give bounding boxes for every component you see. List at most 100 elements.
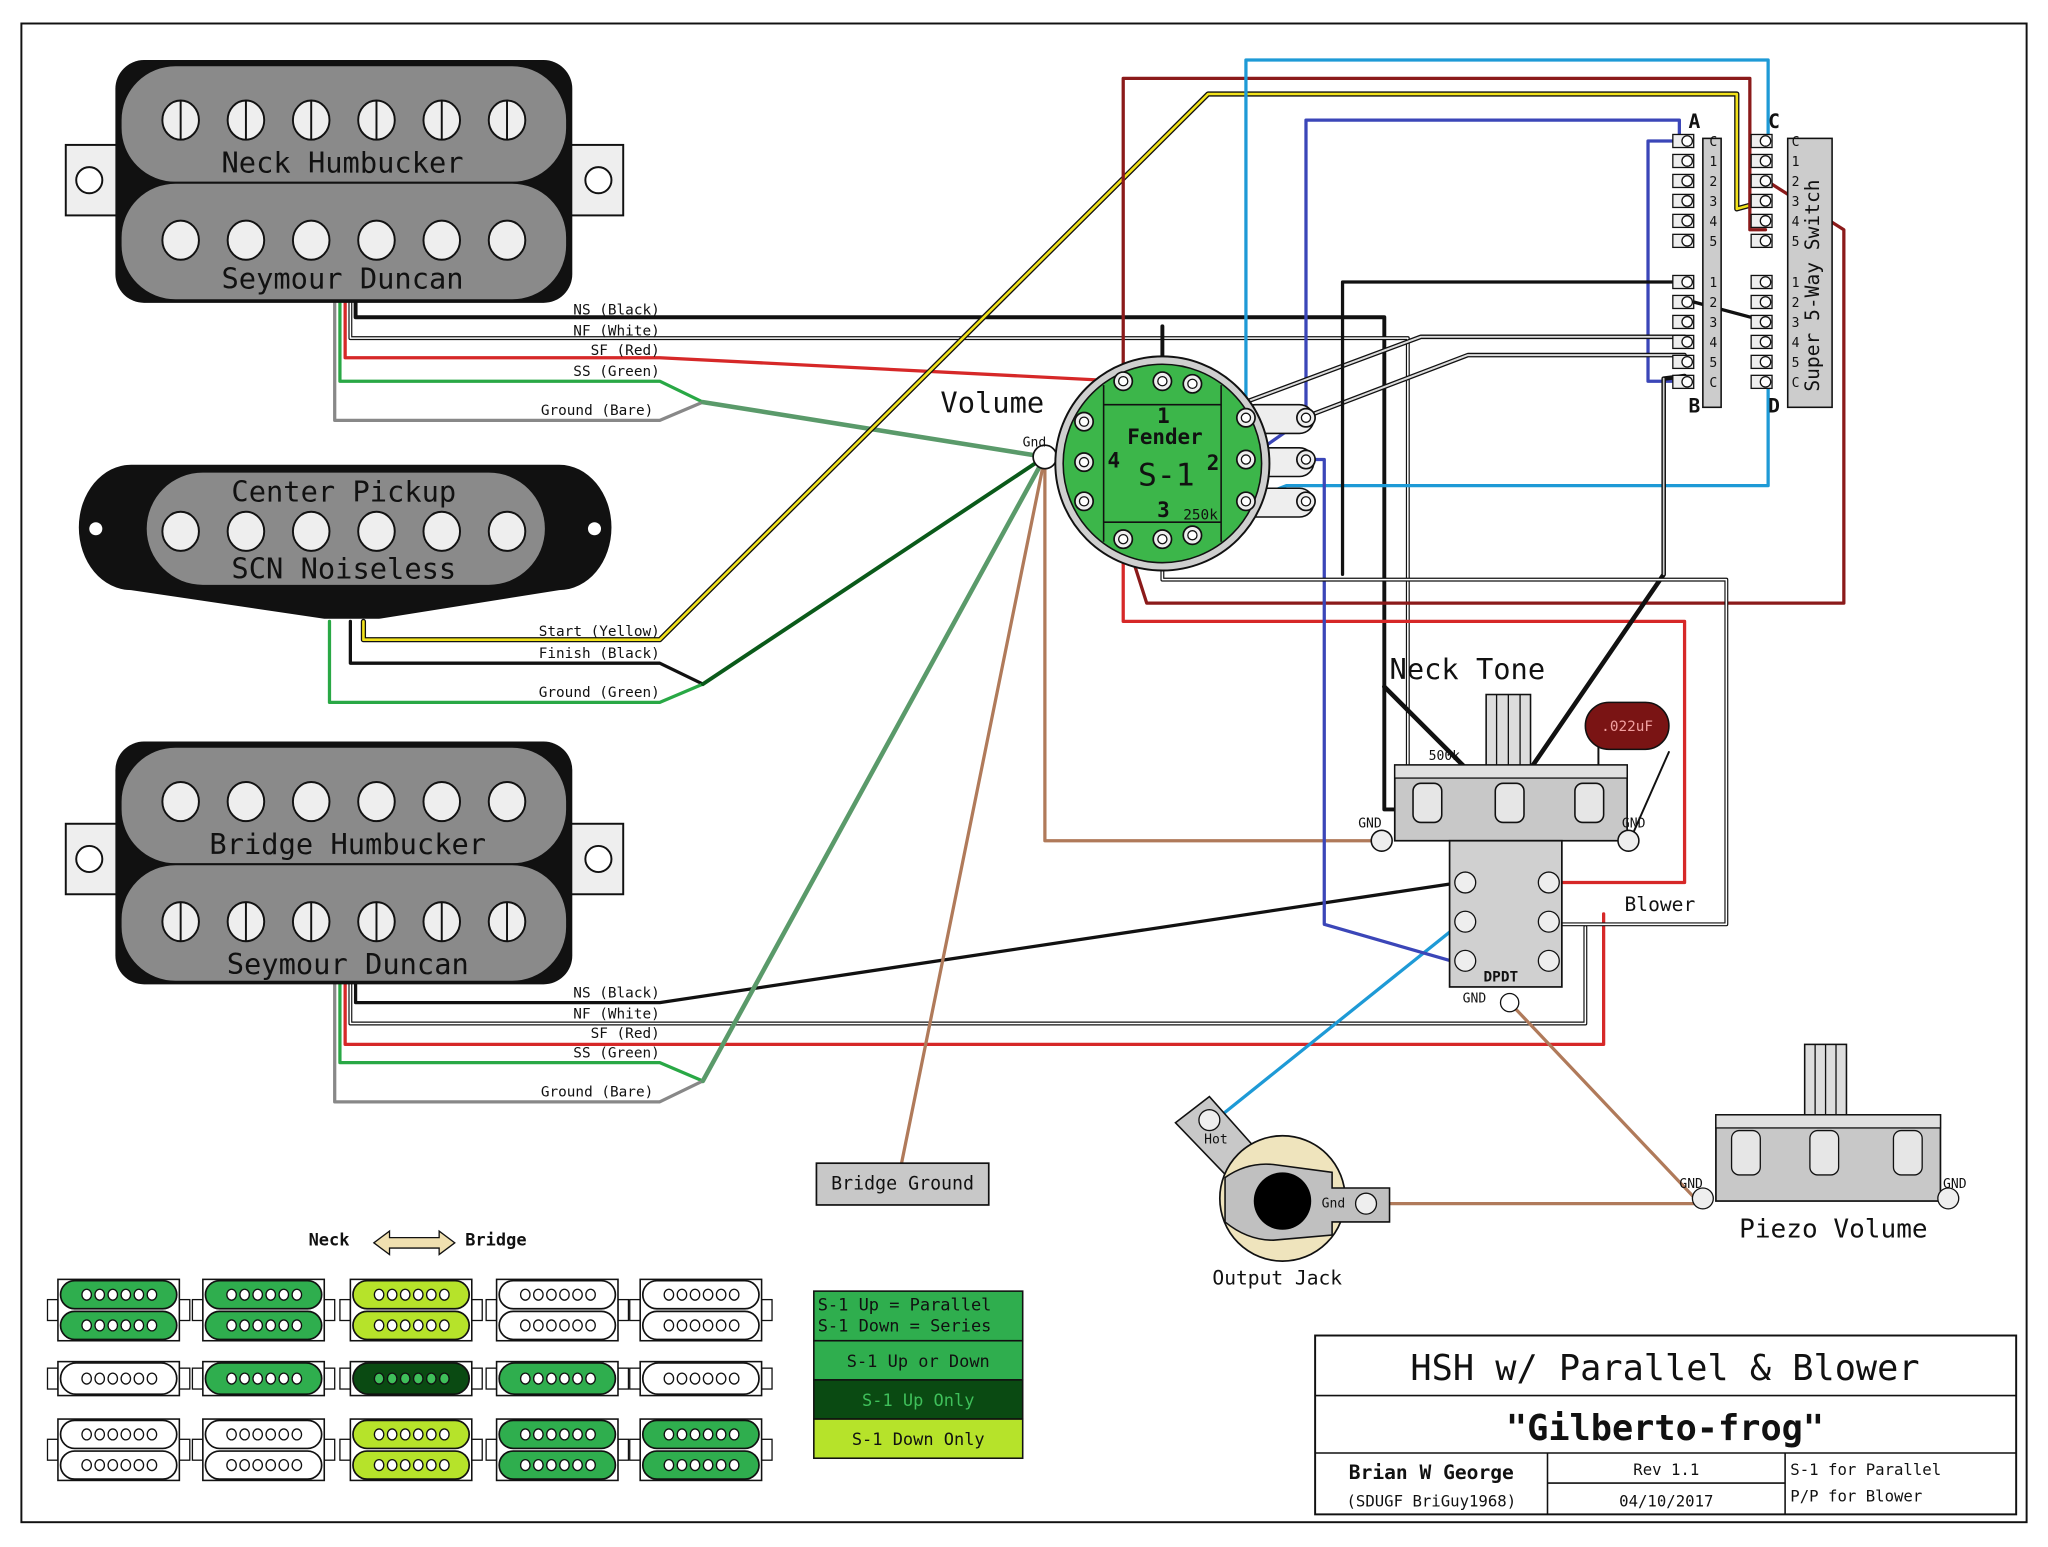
wire-cyan-top — [1244, 58, 1770, 417]
revision: Rev 1.1 — [1633, 1460, 1699, 1479]
wire-black-switch-tone — [1340, 280, 1687, 577]
pot-value: 250k — [1183, 508, 1218, 524]
neck-wire-label-ground: Ground (Bare) — [541, 403, 653, 419]
bridge-wire-label-nf: NF (White) — [573, 1006, 659, 1022]
switch-lug-label: 2 — [1792, 175, 1800, 190]
piezo-volume-label: Piezo Volume — [1739, 1215, 1928, 1245]
piezo-gnd-right: GND — [1943, 1177, 1967, 1192]
legend-pickup-cell — [46, 1278, 191, 1342]
bridge-wire-label-ground: Ground (Bare) — [541, 1085, 653, 1101]
switch-lug: 4 — [1750, 213, 1800, 230]
center-wire-label-start: Start (Yellow) — [539, 624, 660, 640]
switch-lug-label: C — [1792, 135, 1800, 150]
author-handle: (SDUGF BriGuy1968) — [1346, 1492, 1516, 1511]
pot-section-3: 3 — [1157, 498, 1170, 522]
switch-lug: C — [1672, 374, 1717, 391]
switch-lug: 1 — [1750, 274, 1799, 291]
pot-model: S-1 — [1138, 458, 1195, 494]
switch-lug: 3 — [1672, 314, 1717, 331]
switch-lug: 5 — [1750, 354, 1799, 371]
wire-bridge-ground-lead — [899, 455, 1047, 1167]
switch-lug-label: 2 — [1709, 175, 1717, 190]
wire-bridge-ground — [333, 980, 705, 1104]
wire-darkred-top — [1121, 76, 1768, 383]
legend-pickup-cell — [191, 1418, 336, 1482]
switch-lug-label: 3 — [1792, 316, 1800, 331]
legend-pickup-cell — [485, 1278, 630, 1342]
legend-pickup-cell — [46, 1360, 191, 1397]
neck-humbucker: Neck Humbucker Seymour Duncan NS (Black)… — [64, 60, 660, 419]
legend: Neck Bridge S-1 Up = Parallel S-1 Down =… — [46, 1229, 1024, 1482]
bridge-ground-box: Bridge Ground — [815, 1162, 990, 1206]
note-1: S-1 for Parallel — [1790, 1460, 1941, 1479]
legend-grid — [46, 1278, 773, 1482]
tone-gnd-right: GND — [1622, 817, 1646, 832]
output-jack-label: Output Jack — [1212, 1267, 1342, 1290]
switch-lug-label: 1 — [1709, 155, 1717, 170]
jack-gnd-label: Gnd — [1322, 1197, 1346, 1212]
switch-lug: 2 — [1750, 294, 1799, 311]
piezo-gnd-left: GND — [1679, 1177, 1703, 1192]
wire-center-ground-green — [327, 619, 705, 704]
diagram-title: HSH w/ Parallel & Blower — [1410, 1348, 1919, 1389]
piezo-volume-pot: GND GND Piezo Volume — [1679, 1043, 1967, 1245]
legend-pickup-cell — [46, 1418, 191, 1482]
title-block: HSH w/ Parallel & Blower "Gilberto-frog"… — [1314, 1334, 2018, 1516]
dpdt-switch: DPDT GND Blower — [1448, 839, 1695, 1013]
bridge-wire-label-ns: NS (Black) — [573, 985, 659, 1001]
switch-lug-label: 4 — [1709, 336, 1717, 351]
legend-pickup-cell — [485, 1418, 630, 1482]
switch-lug-label: C — [1709, 135, 1717, 150]
switch-lug: 1 — [1672, 274, 1717, 291]
volume-pot-s1: Volume Gnd Fender S-1 250k 1 2 3 4 — [940, 355, 1316, 572]
switch-lug: C — [1750, 374, 1800, 391]
switch-lug-label: 1 — [1709, 276, 1717, 291]
switch-lug: 3 — [1672, 193, 1717, 210]
switch-lug: C — [1750, 133, 1800, 150]
legend-pickup-cell — [629, 1278, 773, 1342]
switch-lug: 3 — [1750, 193, 1800, 210]
pot-section-1: 1 — [1157, 404, 1170, 428]
switch-lug: 1 — [1672, 153, 1717, 170]
switch-lug: 5 — [1672, 354, 1717, 371]
capacitor-value: .022uF — [1601, 719, 1653, 735]
legend-pickup-cell — [485, 1360, 630, 1397]
switch-lug-label: C — [1709, 376, 1717, 391]
super-5-way-switch: Super 5-Way Switch A B C D C1234512345CC… — [1672, 110, 1833, 418]
neck-wire-label-ns: NS (Black) — [573, 303, 659, 319]
pot-section-2: 2 — [1207, 451, 1220, 475]
center-pickup: Center Pickup SCN Noiseless Start (Yello… — [78, 464, 660, 701]
switch-lug-label: C — [1792, 376, 1800, 391]
wire-neck-ss-green — [338, 301, 705, 404]
wire-center-ground-to-gnd — [700, 454, 1047, 687]
switch-lug: 2 — [1672, 173, 1717, 190]
switch-lug-label: 3 — [1709, 195, 1717, 210]
switch-lug: 4 — [1672, 213, 1717, 230]
capacitor — [1584, 701, 1670, 751]
volume-gnd-label: Gnd — [1023, 435, 1047, 450]
volume-label: Volume — [940, 386, 1044, 420]
diagram-subtitle: "Gilberto-frog" — [1506, 1408, 1824, 1449]
bridge-wire-label-sf: SF (Red) — [591, 1026, 660, 1042]
switch-lug-label: 3 — [1709, 316, 1717, 331]
legend-key: S-1 Up = Parallel S-1 Down = Series S-1 … — [813, 1290, 1024, 1460]
wire-bridge-ground-to-gnd — [700, 454, 1048, 1084]
legend-pickup-cell — [629, 1360, 773, 1397]
switch-lug-label: 4 — [1792, 215, 1800, 230]
key-parallel-line1: S-1 Up = Parallel — [818, 1296, 992, 1316]
wire-bridge-ns-black — [353, 880, 1462, 1005]
neck-pickup-brand: Seymour Duncan — [222, 262, 464, 296]
neck-tone-pot: Neck Tone 500k GND GND .022uF — [1358, 652, 1670, 852]
deck-letter-b: B — [1688, 395, 1700, 418]
switch-lug-label: 3 — [1792, 195, 1800, 210]
tone-gnd-left: GND — [1358, 817, 1382, 832]
legend-pickup-cell — [629, 1418, 773, 1482]
bridge-pickup-brand: Seymour Duncan — [227, 947, 469, 981]
switch-lug-label: 5 — [1709, 235, 1717, 250]
switch-lug: 2 — [1750, 173, 1800, 190]
center-pickup-name: Center Pickup — [231, 474, 456, 508]
switch-lug-label: 2 — [1709, 296, 1717, 311]
switch-lug-label: 5 — [1709, 356, 1717, 371]
